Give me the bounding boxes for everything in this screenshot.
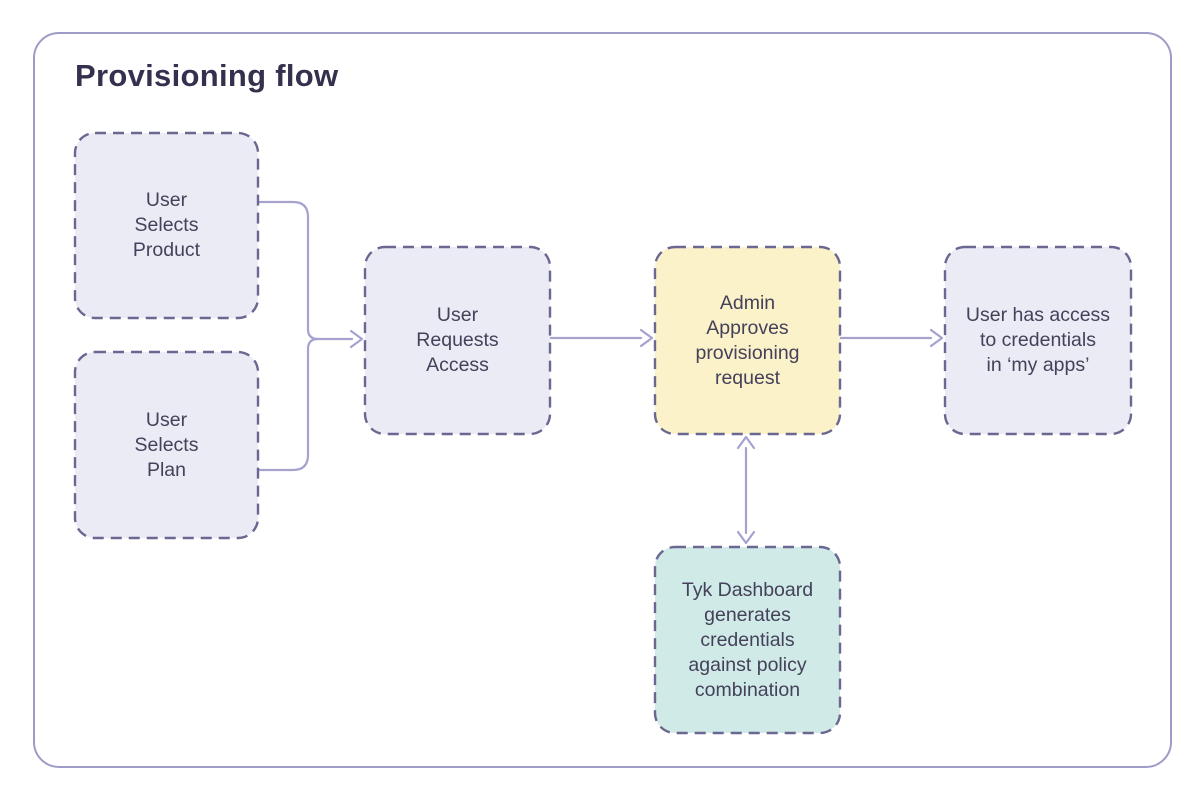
arrowhead-down-into-dashboard-icon bbox=[736, 530, 756, 545]
edge-product-to-requests bbox=[257, 200, 320, 341]
node-user-requests-access-shape bbox=[363, 245, 552, 436]
arrowhead-into-requests-icon bbox=[349, 329, 364, 349]
node-admin-approves-request-shape bbox=[653, 245, 842, 436]
node-user-selects-product-shape bbox=[73, 131, 260, 320]
edge-plan-to-requests bbox=[257, 337, 320, 472]
arrowhead-up-into-admin-icon bbox=[736, 435, 756, 450]
diagram-title: Provisioning flow bbox=[75, 58, 339, 93]
node-user-has-access-shape bbox=[943, 245, 1133, 436]
node-user-selects-plan-shape bbox=[73, 350, 260, 540]
arrowhead-into-admin-icon bbox=[639, 328, 654, 348]
node-tyk-dashboard-generates-shape bbox=[653, 545, 842, 735]
arrowhead-into-access-icon bbox=[929, 328, 944, 348]
edge-group bbox=[257, 200, 944, 545]
diagram-frame bbox=[33, 32, 1172, 768]
